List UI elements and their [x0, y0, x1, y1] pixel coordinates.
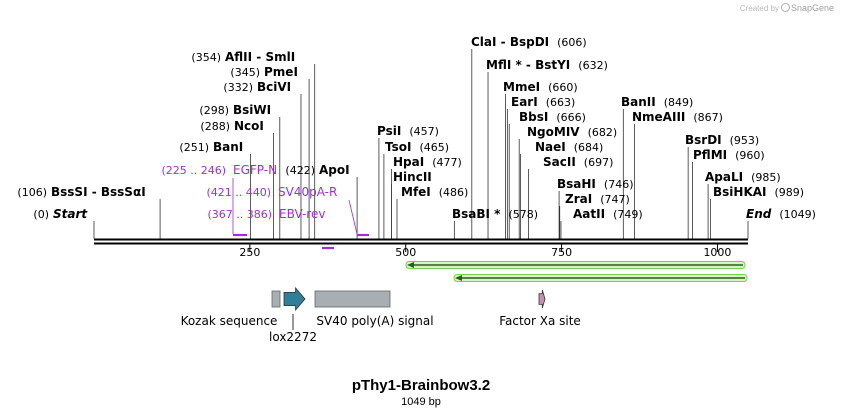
enzyme-position-clai-bspdi: (606): [557, 36, 587, 49]
snapgene-credit: Created by SnapGene: [740, 3, 834, 13]
enzyme-label-apali[interactable]: ApaLI: [705, 170, 743, 184]
enzyme-position-bsabi: (578): [508, 208, 538, 221]
enzyme-position-apali: (985): [751, 171, 781, 184]
enzyme-label-sacii[interactable]: SacII: [543, 155, 576, 169]
enzyme-label-ncoi[interactable]: NcoI: [234, 119, 264, 133]
enzyme-label-tsoi[interactable]: TsoI: [385, 140, 411, 154]
ruler-label-500: 500: [395, 246, 416, 259]
enzyme-label-naei[interactable]: NaeI: [535, 140, 566, 154]
enzyme-position-psii: (457): [409, 125, 439, 138]
enzyme-label-aatii[interactable]: AatII: [573, 207, 605, 221]
enzyme-label-mfli-bstyi[interactable]: MflI * - BstYI: [486, 58, 570, 72]
sequence-backbone: [94, 238, 748, 245]
enzyme-position-ncoi: (288): [200, 120, 230, 133]
enzyme-position-eari: (663): [546, 96, 576, 109]
enzyme-label-ngomiv[interactable]: NgoMIV: [527, 125, 580, 139]
enzyme-position-bbsi: (666): [556, 111, 586, 124]
enzyme-position-bsiwi: (298): [199, 104, 229, 117]
enzyme-label-eari[interactable]: EarI: [511, 95, 538, 109]
enzyme-label-bcivi[interactable]: BciVI: [257, 80, 291, 94]
enzyme-position-bsahi: (746): [604, 178, 634, 191]
enzyme-position-mfli-bstyi: (632): [578, 59, 608, 72]
primer-range-ebv-rev: (367 .. 386): [207, 208, 272, 221]
enzyme-position-bcivi: (332): [223, 81, 253, 94]
credit-brand: SnapGene: [790, 3, 834, 13]
enzyme-position-ngomiv: (682): [588, 126, 618, 139]
enzyme-label-aflii-smli[interactable]: AflII - SmlI: [225, 50, 295, 64]
enzyme-label-clai-bspdi[interactable]: ClaI - BspDI: [471, 35, 549, 49]
enzyme-position-mmei: (660): [548, 81, 578, 94]
enzyme-position-sacii: (697): [584, 156, 614, 169]
enzyme-label-bbsi[interactable]: BbsI: [519, 110, 548, 124]
primer-range-sv40pa-r: (421 .. 440): [206, 186, 271, 199]
feature-shape-kozak-sequence[interactable]: [271, 290, 281, 308]
enzyme-position-tsoi: (465): [419, 141, 449, 154]
enzyme-position-aatii: (749): [613, 208, 643, 221]
primer-range-egfp-n: (225 .. 246): [161, 164, 226, 177]
enzyme-label-bsabi[interactable]: BsaBI *: [452, 207, 501, 221]
credit-prefix: Created by: [739, 4, 779, 13]
enzyme-position-pflmi: (960): [735, 149, 765, 162]
plasmid-size: 1049 bp: [401, 396, 441, 408]
bp-ruler: 250 500 750 1000: [239, 244, 731, 259]
enzyme-label-end[interactable]: End: [746, 207, 772, 221]
orf-arrowhead-1: [407, 262, 414, 268]
orf-arrowhead-2: [455, 275, 462, 281]
enzyme-label-psii[interactable]: PsiI: [377, 124, 401, 138]
enzyme-label-bsrdi[interactable]: BsrDI: [685, 133, 722, 147]
enzyme-position-bsihkai: (989): [775, 186, 805, 199]
feature-label-lox2272[interactable]: lox2272: [269, 330, 317, 344]
enzyme-label-banii[interactable]: BanII: [621, 95, 656, 109]
enzyme-position-mfei: (486): [439, 186, 469, 199]
enzyme-label-hpai[interactable]: HpaI: [393, 155, 424, 169]
plasmid-name: pThy1-Brainbow3.2: [351, 377, 491, 394]
feature-label-factor-xa-site[interactable]: Factor Xa site: [499, 314, 581, 328]
enzyme-label-pmei[interactable]: PmeI: [264, 65, 298, 79]
enzyme-label-start[interactable]: Start: [53, 207, 88, 221]
enzyme-position-bsrdi: (953): [730, 134, 760, 147]
enzyme-position-bani: (251): [179, 141, 209, 154]
feature-shape-sv40-poly-a-signal[interactable]: [314, 290, 391, 308]
enzyme-position-pmei: (345): [230, 66, 260, 79]
feature-label-kozak-sequence[interactable]: Kozak sequence: [181, 314, 278, 328]
ruler-label-750: 750: [551, 246, 572, 259]
enzyme-position-nmeaiii: (867): [693, 111, 723, 124]
enzyme-label-nmeaiii[interactable]: NmeAIII: [632, 110, 685, 124]
enzyme-position-apoi: (422): [285, 164, 315, 177]
enzyme-label-zrai[interactable]: ZraI: [565, 192, 592, 206]
enzyme-label-bsahi[interactable]: BsaHI: [557, 177, 596, 191]
ruler-label-1000: 1000: [703, 246, 731, 259]
primer-connector-sv40pa-r: [348, 199, 358, 235]
enzyme-position-bsssi-bsss-i: (106): [17, 186, 47, 199]
primer-label-ebv-rev[interactable]: EBV-rev: [279, 207, 325, 221]
enzyme-label-apoi[interactable]: ApoI: [319, 163, 350, 177]
feature-label-sv40-poly-a-signal[interactable]: SV40 poly(A) signal: [316, 314, 433, 328]
primer-label-sv40pa-r[interactable]: SV40pA-R: [278, 185, 337, 199]
enzyme-position-aflii-smli: (354): [191, 51, 221, 64]
enzyme-position-naei: (684): [574, 141, 604, 154]
enzyme-label-bsiwi[interactable]: BsiWI: [233, 103, 271, 117]
enzyme-label-mmei[interactable]: MmeI: [503, 80, 540, 94]
enzyme-position-end: (1049): [779, 208, 816, 221]
enzyme-label-bani[interactable]: BanI: [213, 140, 243, 154]
enzyme-label-hincii[interactable]: HincII: [393, 170, 432, 184]
primer-label-egfp-n[interactable]: EGFP-N: [233, 163, 277, 177]
ruler-label-250: 250: [239, 246, 260, 259]
snapgene-logo-icon: [780, 3, 790, 12]
feature-shape-lox2272[interactable]: [283, 286, 306, 312]
enzyme-position-hpai: (477): [432, 156, 462, 169]
enzyme-label-pflmi[interactable]: PflMI: [693, 148, 727, 162]
feature-shape-factor-xa-site[interactable]: [538, 289, 546, 309]
enzyme-label-mfei[interactable]: MfeI: [401, 185, 431, 199]
enzyme-position-start: (0): [33, 208, 49, 221]
enzyme-position-zrai: (747): [600, 193, 630, 206]
enzyme-position-banii: (849): [664, 96, 694, 109]
enzyme-label-bsssi-bsss-i[interactable]: BssSI - BssSαI: [51, 185, 146, 199]
enzyme-label-bsihkai[interactable]: BsiHKAI: [713, 185, 767, 199]
